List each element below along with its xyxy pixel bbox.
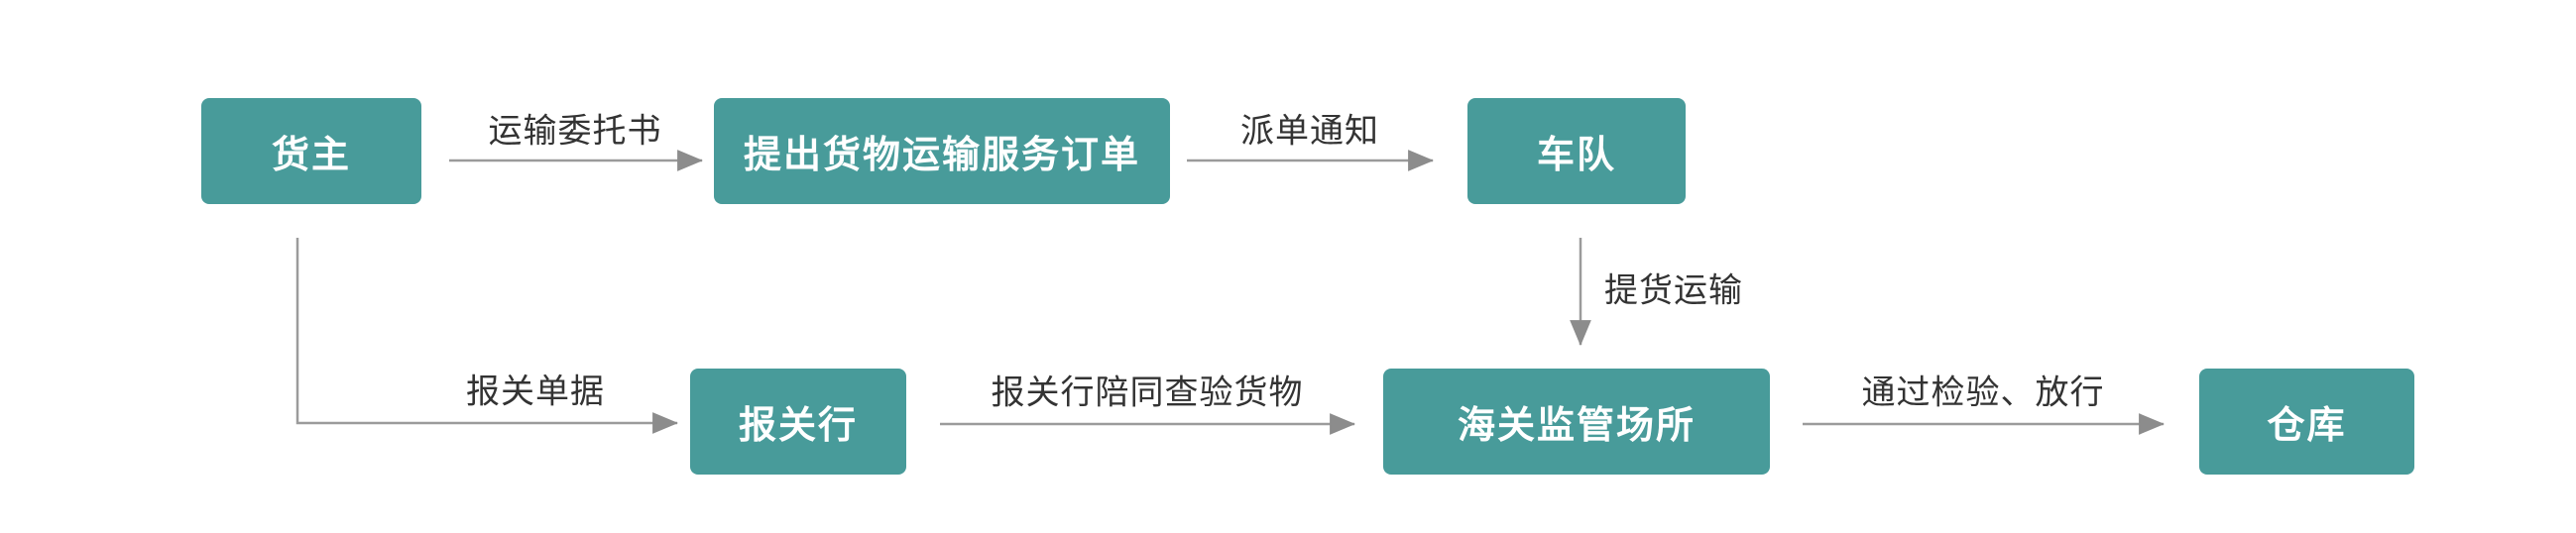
node-transport-order-label: 提出货物运输服务订单 — [743, 135, 1140, 176]
edge-label-customs-documents: 报关单据 — [466, 373, 605, 411]
node-warehouse: 仓库 — [2199, 369, 2414, 475]
node-fleet-label: 车队 — [1536, 135, 1616, 176]
connector-owner-to-broker — [295, 238, 679, 434]
node-warehouse-label: 仓库 — [2267, 405, 2347, 447]
node-customs-site: 海关监管场所 — [1383, 369, 1770, 475]
edge-label-broker-accompany-inspection: 报关行陪同查验货物 — [991, 373, 1304, 412]
node-customs-broker-label: 报关行 — [738, 405, 858, 447]
edge-label-transport-commission: 运输委托书 — [488, 112, 662, 151]
edge-label-pickup-transport: 提货运输 — [1604, 271, 1743, 310]
node-fleet: 车队 — [1467, 98, 1686, 204]
node-customs-broker: 报关行 — [690, 369, 906, 475]
edge-label-pass-inspection-release: 通过检验、放行 — [1861, 373, 2105, 412]
node-customs-site-label: 海关监管场所 — [1457, 405, 1696, 447]
node-cargo-owner: 货主 — [201, 98, 421, 204]
edge-label-dispatch-notice: 派单通知 — [1240, 112, 1379, 151]
node-transport-order: 提出货物运输服务订单 — [714, 98, 1170, 204]
node-cargo-owner-label: 货主 — [271, 135, 351, 176]
